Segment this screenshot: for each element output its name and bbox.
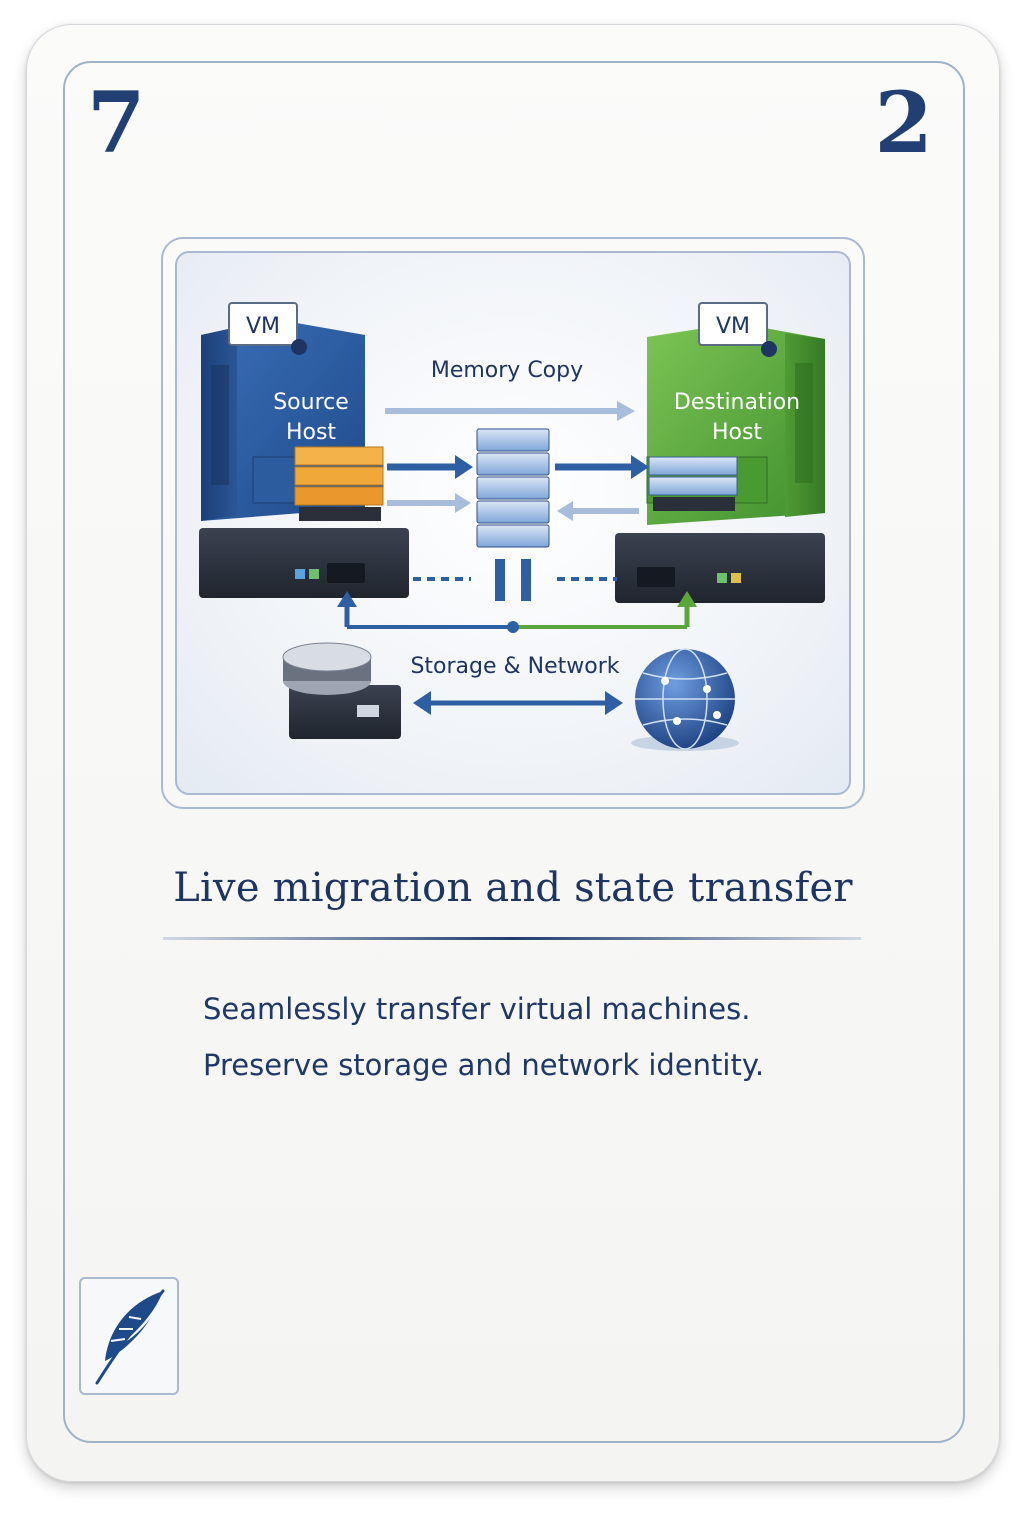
card-title: Live migration and state transfer <box>173 865 853 911</box>
emblem-box <box>79 1277 179 1395</box>
migration-illustration: VM Source Host <box>199 302 825 751</box>
source-host-label-2: Host <box>286 420 336 445</box>
destination-host-label-2: Host <box>712 420 762 445</box>
feather-icon <box>95 1289 165 1385</box>
memory-copy-arrow <box>385 401 635 421</box>
source-host-server: VM Source Host <box>199 302 409 598</box>
title-divider <box>163 937 861 940</box>
storage-network-connector <box>337 591 697 633</box>
rank-top-right: 2 <box>874 73 933 172</box>
memory-copy-label: Memory Copy <box>431 358 583 383</box>
bidirectional-arrow <box>413 691 623 715</box>
destination-host-label-1: Destination <box>674 390 800 415</box>
source-host-label-1: Source <box>273 390 349 415</box>
storage-drive-icon <box>282 642 401 739</box>
description-line-1: Seamlessly transfer virtual machines. <box>203 992 751 1026</box>
description-line-2: Preserve storage and network identity. <box>203 1048 765 1082</box>
card-description: Seamlessly transfer virtual machines. Pr… <box>203 981 843 1093</box>
illustration-panel: VM Source Host <box>175 251 851 795</box>
destination-vm-tag: VM <box>716 314 750 339</box>
destination-host-server: VM Destination Host <box>615 302 825 603</box>
card-border-frame <box>63 61 965 1443</box>
transfer-arrows <box>387 455 649 521</box>
source-vm-tag: VM <box>246 314 280 339</box>
game-card: 7 2 <box>26 24 1000 1482</box>
globe-network-icon <box>631 648 739 751</box>
storage-network-label: Storage & Network <box>410 654 619 679</box>
pause-icon <box>495 559 531 601</box>
rank-top-left: 7 <box>87 73 146 172</box>
illustration-frame: VM Source Host <box>161 237 865 809</box>
disk-stack-icon <box>476 428 550 548</box>
